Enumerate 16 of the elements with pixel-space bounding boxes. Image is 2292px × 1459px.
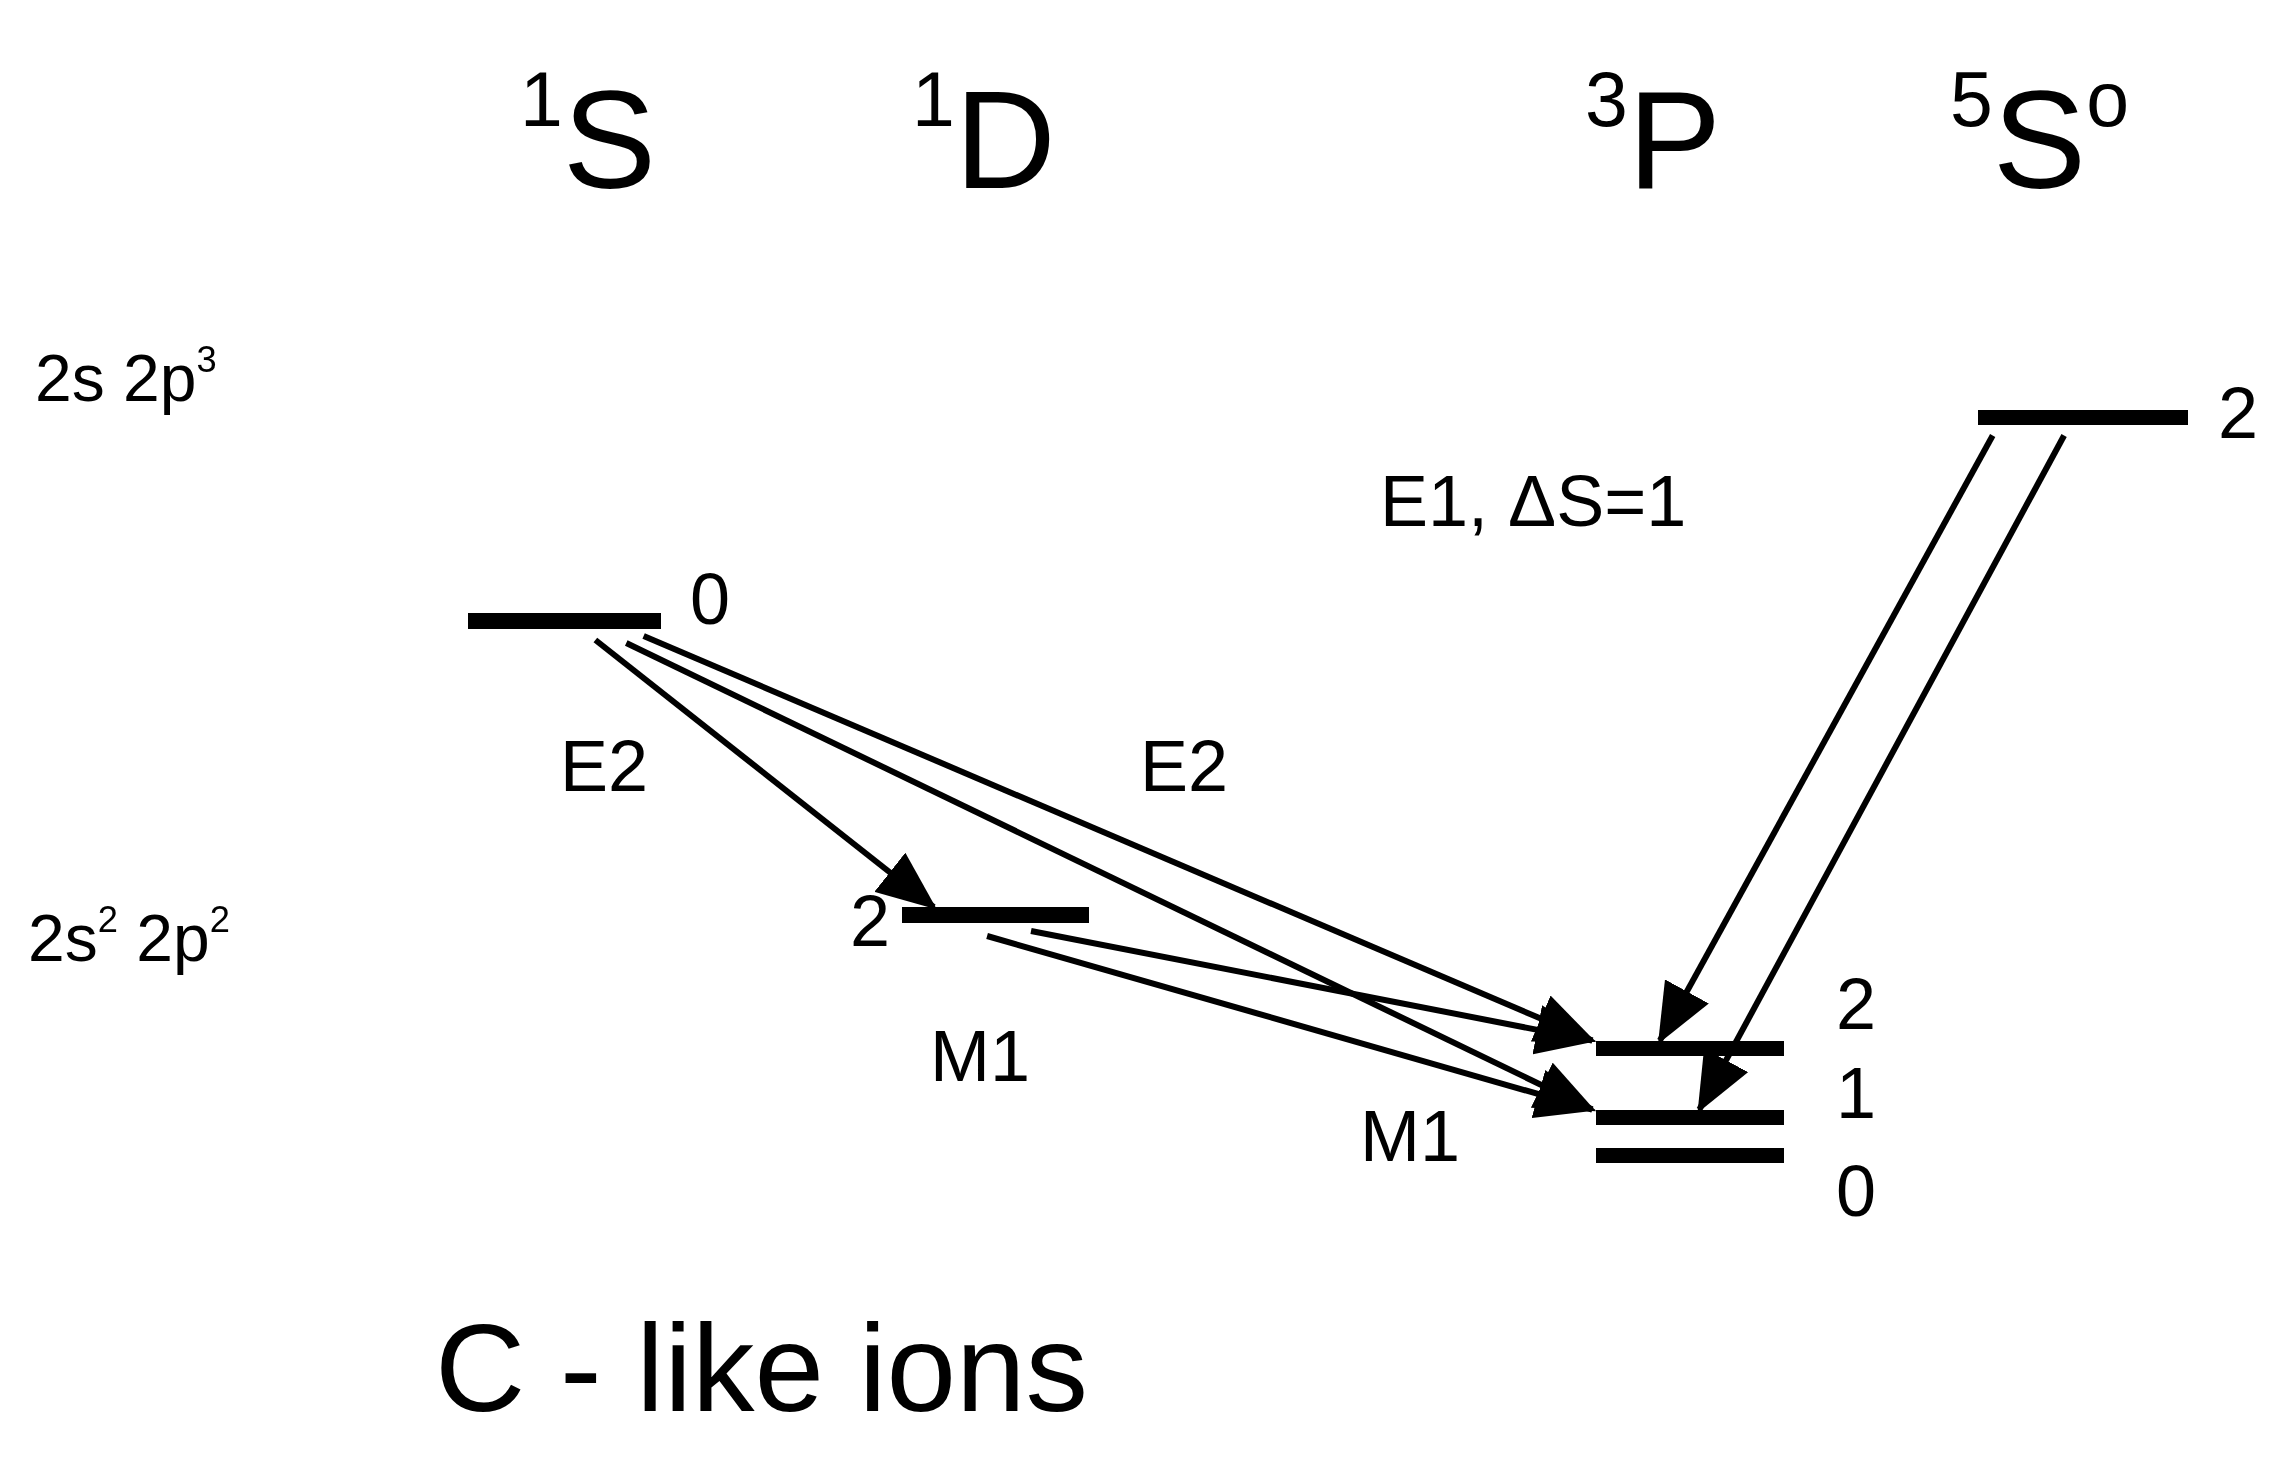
arrow: [1696, 434, 2067, 1113]
caption: C - like ions: [435, 1305, 1088, 1430]
quantum-number-label: 2: [850, 885, 891, 957]
quantum-number-label: 0: [1836, 1155, 1877, 1227]
quantum-number-label: 1: [1836, 1057, 1877, 1129]
quantum-number-label: 2: [2218, 377, 2259, 449]
arrow: [986, 933, 1597, 1119]
term-symbol: $^{1}$D: [912, 70, 1056, 210]
arrow: [593, 637, 937, 910]
quantum-number-label: 0: [690, 563, 731, 635]
term-symbol: $^{1}$S: [520, 70, 657, 210]
term-symbol: $^{5}$S$^{o}$: [1950, 70, 2130, 210]
arrow: [1657, 434, 1996, 1044]
term-symbol: $^{3}$P: [1585, 70, 1722, 210]
arrow: [1030, 928, 1597, 1055]
quantum-number-label: 2: [1836, 968, 1877, 1040]
